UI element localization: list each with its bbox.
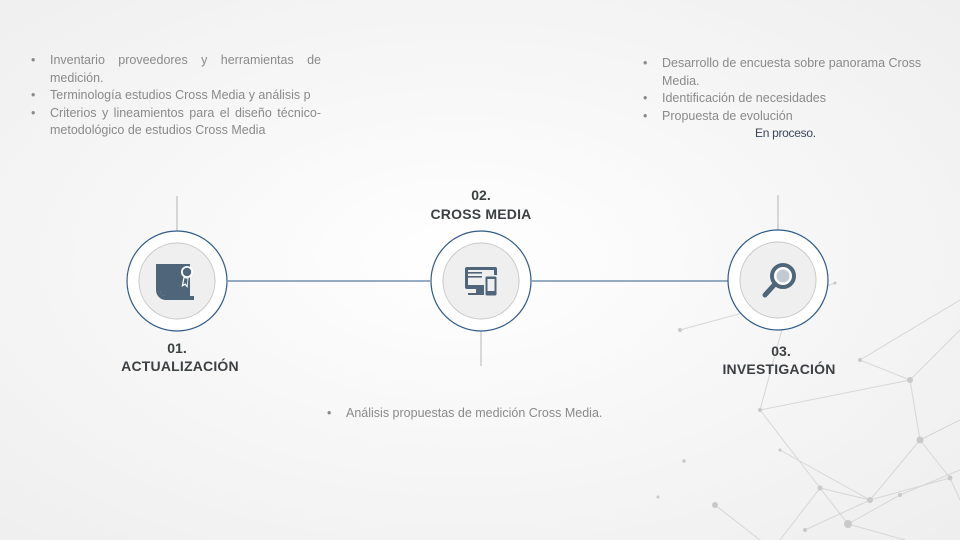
step-1-bullets: Inventario proveedores y herramientas de… [31, 52, 321, 140]
list-item: Terminología estudios Cross Media y anál… [31, 87, 321, 105]
step-2-bullets: Análisis propuestas de medición Cross Me… [327, 405, 647, 423]
step-1-title: ACTUALIZACIÓN [121, 358, 239, 374]
step-3-title: INVESTIGACIÓN [722, 361, 836, 377]
step-3-number: 03. [771, 343, 791, 359]
step-2-number: 02. [471, 187, 491, 203]
devices-icon [465, 267, 498, 297]
list-item: Análisis propuestas de medición Cross Me… [327, 405, 647, 423]
list-item: Inventario proveedores y herramientas de… [31, 52, 321, 87]
list-item: Propuesta de evolución [643, 108, 933, 126]
list-item: Desarrollo de encuesta sobre panorama Cr… [643, 55, 933, 90]
magnifier-icon [762, 263, 796, 298]
step-1-number: 01. [167, 340, 187, 356]
status-note: En proceso. [755, 126, 816, 140]
list-item: Identificación de necesidades [643, 90, 933, 108]
step-2-title: CROSS MEDIA [430, 206, 532, 222]
certificate-icon [156, 264, 194, 300]
list-item: Criterios y lineamientos para el diseño … [31, 105, 321, 140]
step-3-bullets: Desarrollo de encuesta sobre panorama Cr… [643, 55, 933, 125]
